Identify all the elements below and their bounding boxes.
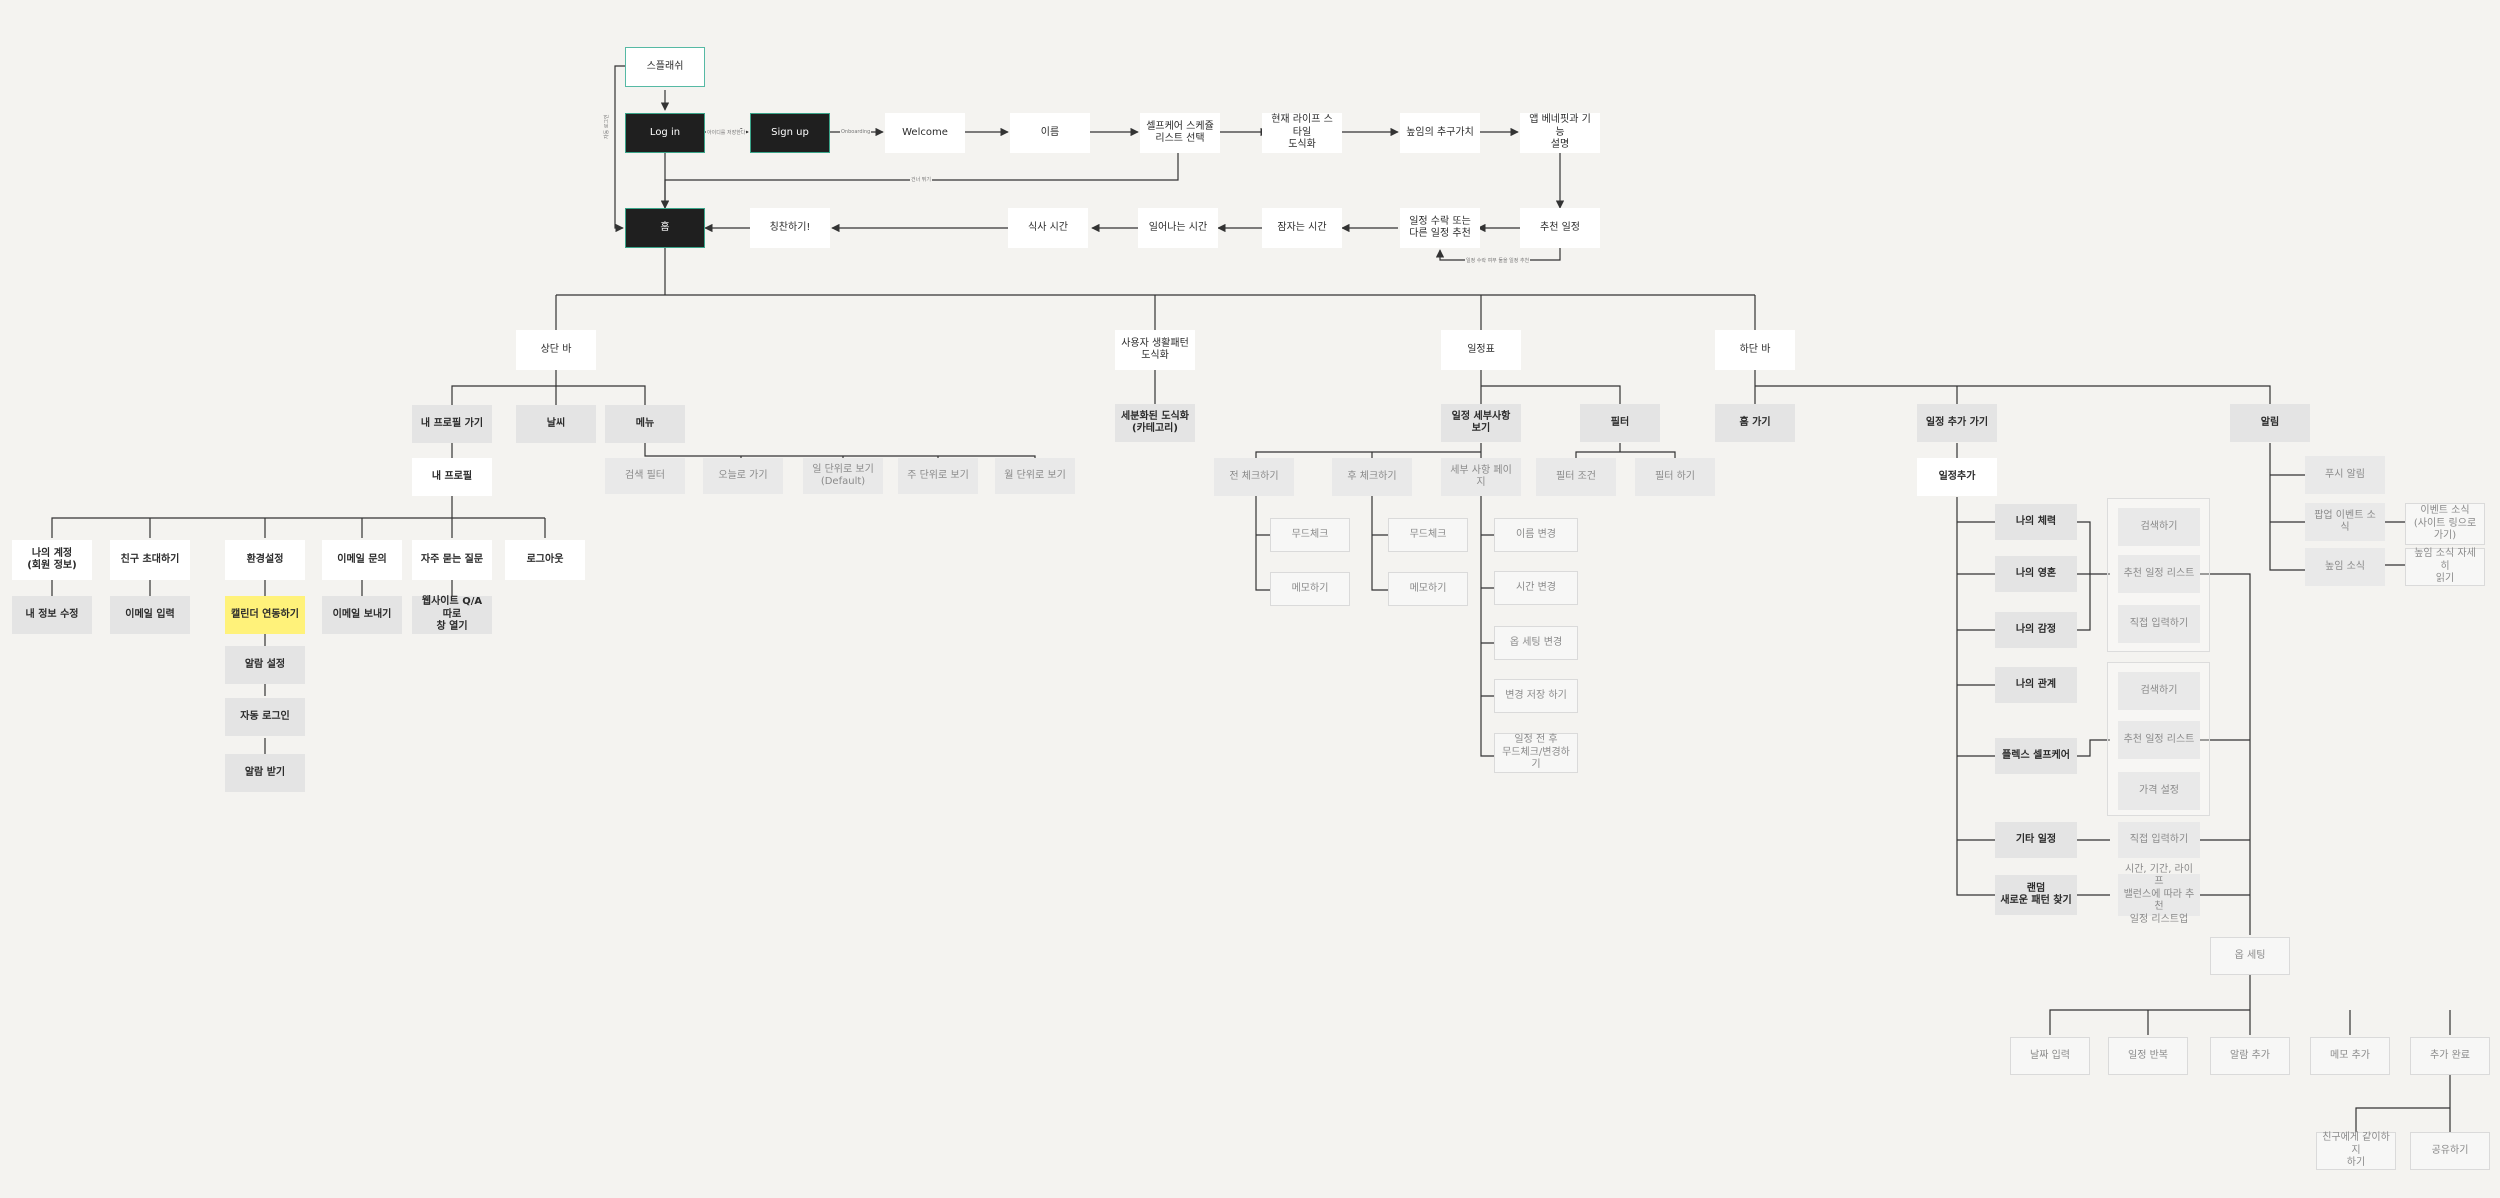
node-schedule-edit[interactable]: 일정 수락 또는 다른 일정 추천 [1400,208,1480,248]
node-login[interactable]: Log in [625,113,705,153]
node-notify[interactable]: 알림 [2230,404,2310,442]
node-month-unit[interactable]: 월 단위로 보기 [995,458,1075,494]
node-email-inquiry[interactable]: 이메일 문의 [322,540,402,580]
node-weather[interactable]: 날씨 [516,405,596,443]
node-mood-check-2[interactable]: 무드체크 [1388,518,1468,552]
node-selfcare-select[interactable]: 셀프케어 스케쥴 리스트 선택 [1140,113,1220,153]
node-mood-check-1[interactable]: 무드체크 [1270,518,1350,552]
node-add-schedule-go[interactable]: 일정 추가 가기 [1917,404,1997,442]
node-memo-1[interactable]: 메모하기 [1270,572,1350,606]
node-menu[interactable]: 메뉴 [605,405,685,443]
node-app-benefit[interactable]: 앱 베네핏과 기능 설명 [1520,113,1600,153]
node-email-input[interactable]: 이메일 입력 [110,596,190,634]
node-meal-time[interactable]: 식사 시간 [1008,208,1088,248]
node-top-bar[interactable]: 상단 바 [516,330,596,370]
node-recommend-list-2[interactable]: 추천 일정 리스트 [2118,721,2200,759]
node-alarm-settings[interactable]: 알람 설정 [225,646,305,684]
node-week-view[interactable]: 일 단위로 보기 (Default) [803,458,883,494]
node-add-done[interactable]: 추가 완료 [2410,1037,2490,1075]
node-my-body[interactable]: 나의 체력 [1995,504,2077,540]
node-bottom-bar[interactable]: 하단 바 [1715,330,1795,370]
node-auto-login[interactable]: 자동 로그인 [225,698,305,736]
node-my-emotion[interactable]: 나의 감정 [1995,612,2077,648]
node-my-profile[interactable]: 내 프로필 [412,458,492,496]
node-week-unit[interactable]: 주 단위로 보기 [898,458,978,494]
node-post-check[interactable]: 후 체크하기 [1332,458,1412,496]
node-rename[interactable]: 이름 변경 [1494,518,1578,552]
edge-label: 건너 뛰기 [910,176,932,183]
node-schedule[interactable]: 일정표 [1441,330,1521,370]
node-logout[interactable]: 로그아웃 [505,540,585,580]
node-my-soul[interactable]: 나의 영혼 [1995,556,2077,592]
node-check-filter[interactable]: 검색 필터 [605,458,685,494]
node-share-friend[interactable]: 친구에게 같이하지 하기 [2316,1132,2396,1170]
node-website-qa[interactable]: 웹사이트 Q/A 따로 창 열기 [412,596,492,634]
node-filter-cond[interactable]: 필터 조건 [1536,458,1616,496]
node-event-news[interactable]: 이벤트 소식 (사이트 링으로 가기) [2405,503,2485,545]
node-my-account[interactable]: 나의 계정 (회원 정보) [12,540,92,580]
node-opt-setting[interactable]: 옵 세팅 [2210,937,2290,975]
edge-label: 자동 로그인 [603,113,610,140]
node-change-save[interactable]: 변경 저장 하기 [1494,679,1578,713]
edge-label: 아이디를 저장한다 [706,129,747,136]
node-search-2[interactable]: 검색하기 [2118,672,2200,710]
node-splash[interactable]: 스플래쉬 [625,47,705,87]
node-filter-do[interactable]: 필터 하기 [1635,458,1715,496]
node-signup[interactable]: Sign up [750,113,830,153]
node-edit-info[interactable]: 내 정보 수정 [12,596,92,634]
node-time-change[interactable]: 시간 변경 [1494,571,1578,605]
node-calendar-link[interactable]: 캘린더 연동하기 [225,596,305,634]
node-share[interactable]: 공유하기 [2410,1132,2490,1170]
node-schedule-detail[interactable]: 일정 세부사항 보기 [1441,404,1521,442]
node-my-profile-go[interactable]: 내 프로필 가기 [412,405,492,443]
node-invite-friend[interactable]: 친구 초대하기 [110,540,190,580]
node-sleep-time[interactable]: 잠자는 시간 [1262,208,1342,248]
node-name[interactable]: 이름 [1010,113,1090,153]
node-memo-2[interactable]: 메모하기 [1388,572,1468,606]
node-high-detail[interactable]: 높임 소식 자세히 읽기 [2405,548,2485,586]
node-recommend[interactable]: 추천 일정 [1520,208,1600,248]
node-popup-event[interactable]: 팝업 이벤트 소식 [2305,503,2385,541]
node-pre-check[interactable]: 전 체크하기 [1214,458,1294,496]
node-price-set[interactable]: 가격 설정 [2118,772,2200,810]
node-direct-input-2[interactable]: 직접 입력하기 [2118,822,2200,858]
node-push-notify[interactable]: 푸시 알림 [2305,456,2385,494]
node-repeat[interactable]: 일정 반복 [2108,1037,2188,1075]
node-benefit-value[interactable]: 높임의 추구가치 [1400,113,1480,153]
node-detail-page[interactable]: 세부 사항 페이지 [1441,458,1521,496]
node-alarm-receive[interactable]: 알람 받기 [225,754,305,792]
node-alarm-add[interactable]: 알람 추가 [2210,1037,2290,1075]
node-lifestyle-pattern[interactable]: 사용자 생활패턴 도식화 [1115,330,1195,370]
node-wake-time[interactable]: 일어나는 시간 [1138,208,1218,248]
node-mood-pre-post[interactable]: 일정 전 후 무드체크/변경하기 [1494,733,1578,773]
node-env-settings[interactable]: 환경설정 [225,540,305,580]
node-other-schedule[interactable]: 기타 일정 [1995,822,2077,858]
node-flex-selfcare[interactable]: 플렉스 셀프케어 [1995,738,2077,774]
node-my-relation[interactable]: 나의 관계 [1995,667,2077,703]
edge-label: 일정 수락 여부 둘을 일정 추천 [1465,257,1531,264]
node-high-news[interactable]: 높임 소식 [2305,548,2385,586]
node-lifestyle-viz[interactable]: 현재 라이프 스타일 도식화 [1262,113,1342,153]
node-faq[interactable]: 자주 묻는 질문 [412,540,492,580]
node-date-input[interactable]: 날짜 입력 [2010,1037,2090,1075]
node-search-1[interactable]: 검색하기 [2118,508,2200,546]
node-recommend-list-1[interactable]: 추천 일정 리스트 [2118,555,2200,593]
node-filter[interactable]: 필터 [1580,404,1660,442]
node-welcome[interactable]: Welcome [885,113,965,153]
node-random-list[interactable]: 시간, 기간, 라이프 밸런스에 따라 추천 일정 리스트업 [2118,864,2200,925]
node-email-send[interactable]: 이메일 보내기 [322,596,402,634]
node-add-schedule[interactable]: 일정추가 [1917,458,1997,496]
node-today-go[interactable]: 오늘로 가기 [703,458,783,494]
node-set-change[interactable]: 옵 세팅 변경 [1494,626,1578,660]
node-direct-input-1[interactable]: 직접 입력하기 [2118,605,2200,643]
node-detail-viz[interactable]: 세분화된 도식화 (카테고리) [1115,404,1195,442]
node-praise[interactable]: 칭찬하기! [750,208,830,248]
edge-label: Onboarding [840,129,872,135]
node-random-find[interactable]: 랜덤 새로운 패턴 찾기 [1995,875,2077,915]
node-home-go[interactable]: 홈 가기 [1715,404,1795,442]
node-memo-add[interactable]: 메모 추가 [2310,1037,2390,1075]
node-home[interactable]: 홈 [625,208,705,248]
